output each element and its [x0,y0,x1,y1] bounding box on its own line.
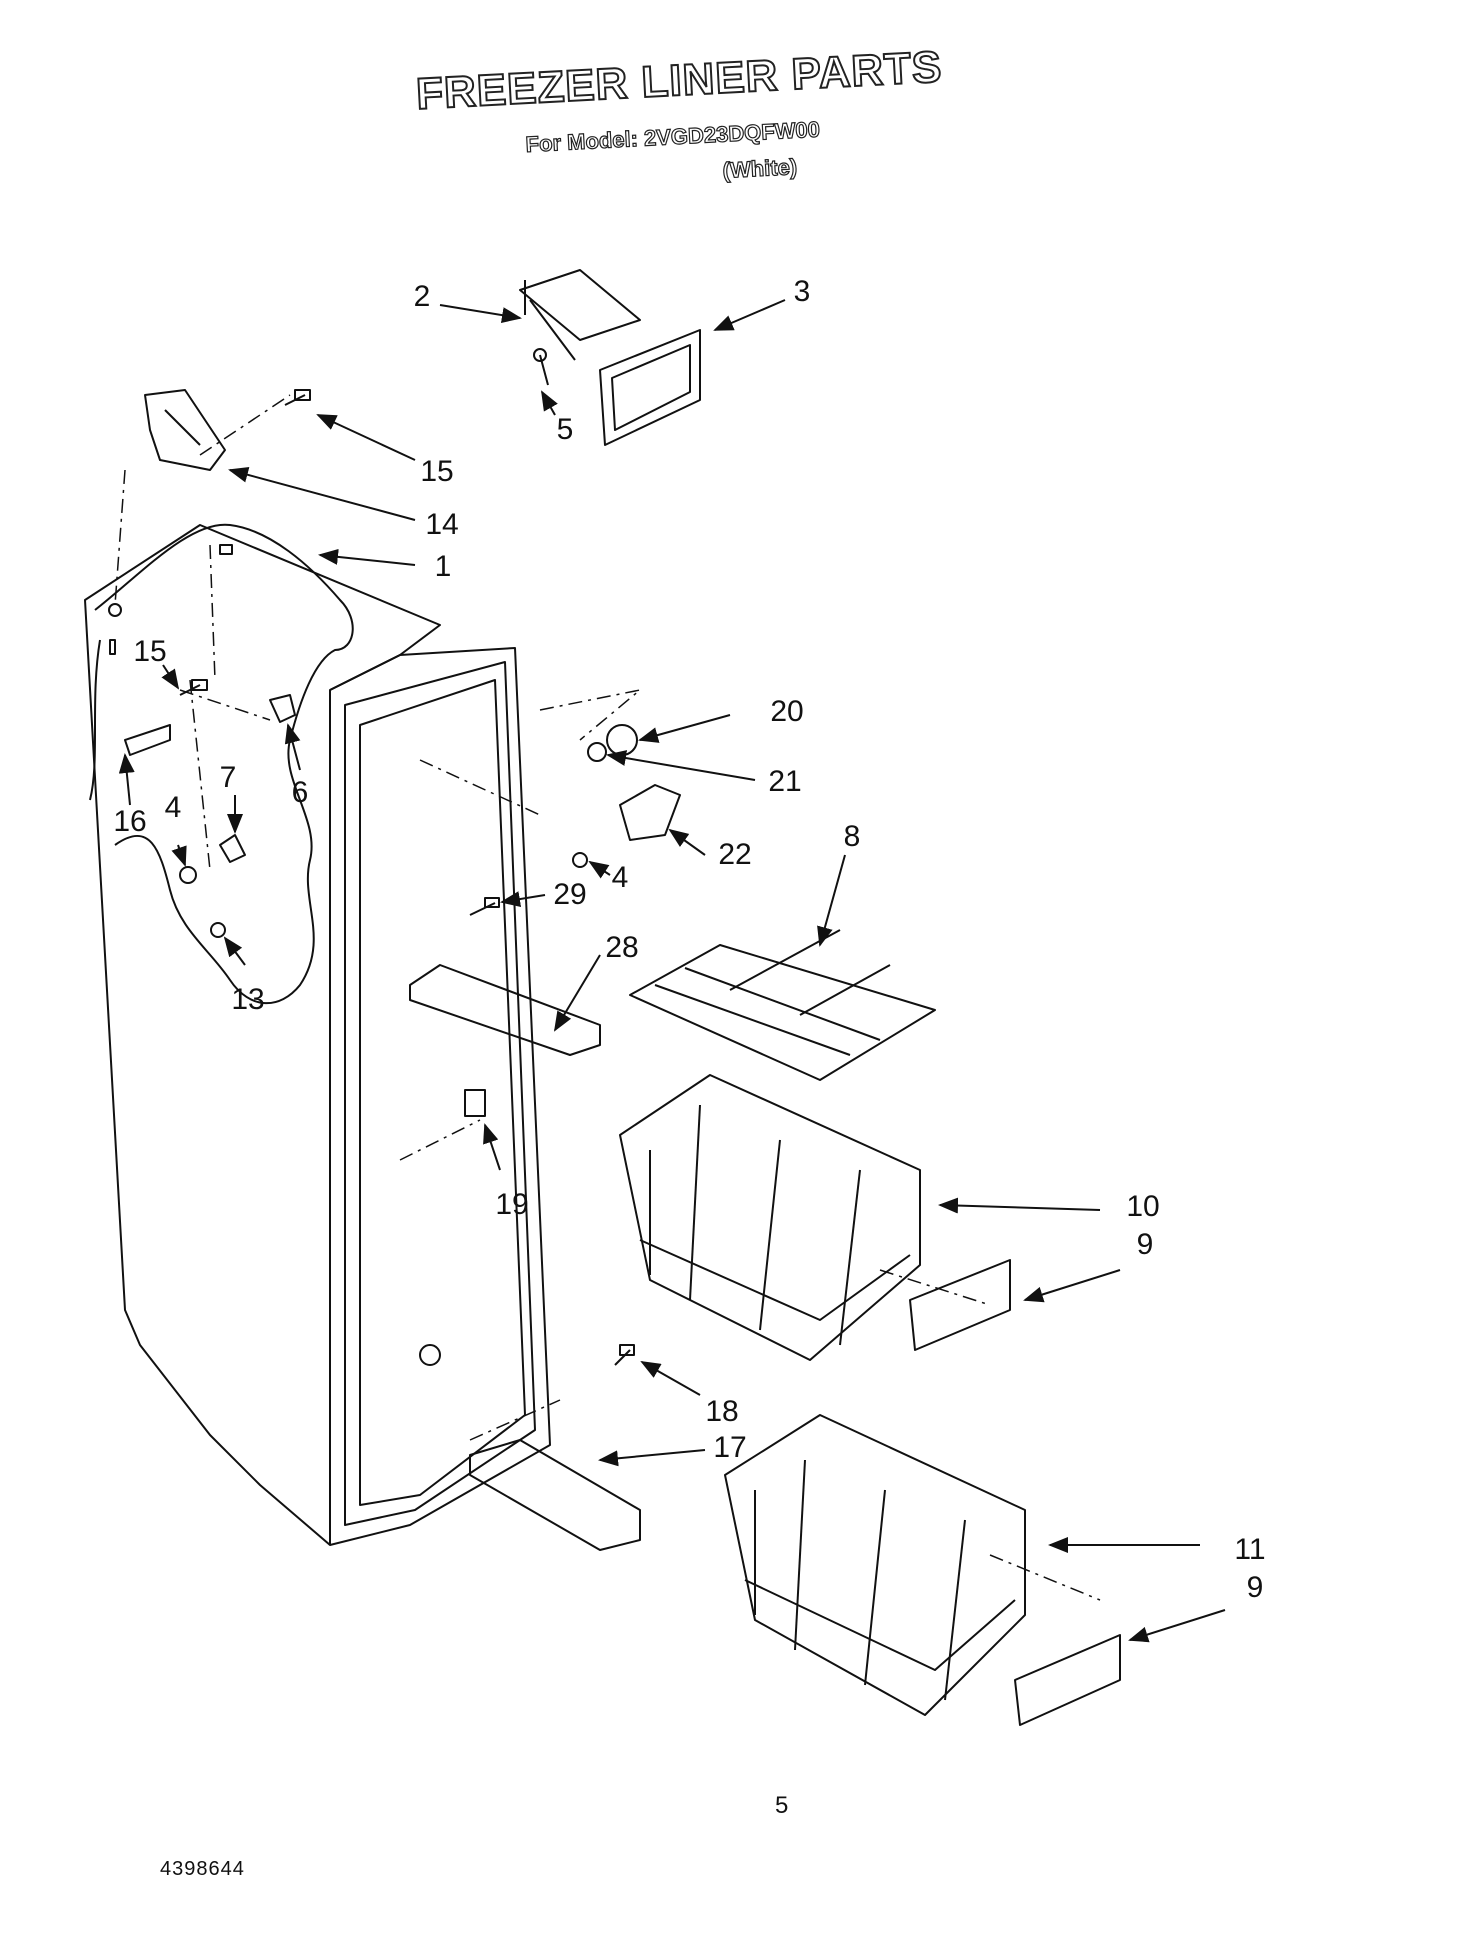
freezer-liner-body [84,523,551,1546]
callout-20: 20 [770,695,804,728]
bulb-socket-20 [606,724,638,756]
plug-13 [210,922,226,938]
screw-29 [469,897,500,916]
screw-4-left [179,866,197,884]
callout-13: 13 [231,983,265,1016]
callout-9-lower: 9 [1246,1571,1264,1604]
callout-8: 8 [843,820,861,853]
basket-trim-9-lower [1014,1634,1121,1726]
callout-15-side: 15 [133,635,167,668]
callout-leaders [118,299,1226,1643]
callout-28: 28 [605,931,639,964]
callout-15-top: 15 [420,455,454,488]
handle-bracket-14 [144,389,226,471]
clip-7 [219,834,246,863]
callout-19: 19 [495,1188,529,1221]
clip-6 [269,694,296,723]
callout-3: 3 [793,275,811,308]
callout-2: 2 [413,280,431,313]
document-number: 4398644 [160,1858,245,1880]
upper-cover-3 [599,329,701,446]
callout-11: 11 [1234,1533,1266,1566]
callout-10: 10 [1126,1190,1160,1223]
switch-19 [464,1089,486,1117]
callout-9-upper: 9 [1136,1228,1154,1261]
callout-4-right: 4 [611,861,629,894]
screw-18 [614,1344,635,1366]
callout-5: 5 [556,413,574,446]
callout-18: 18 [705,1395,739,1428]
screw-4-right [572,852,588,868]
callout-1: 1 [434,550,452,583]
callout-6: 6 [291,776,309,809]
callout-21: 21 [768,765,802,798]
basket-trim-9-upper [909,1259,1011,1351]
assembly-centerlines [114,394,1101,1601]
callout-14: 14 [425,508,459,541]
clip-16 [124,724,171,756]
screw-15-side [179,679,208,696]
page-number: 5 [775,1792,789,1819]
callout-17: 17 [713,1431,747,1464]
callout-29: 29 [553,878,587,911]
light-housing-22 [619,784,681,841]
basket-11 [724,1414,1026,1716]
callout-22: 22 [718,838,752,871]
screw-5 [533,348,549,386]
callout-4-left: 4 [164,791,182,824]
upper-bracket-2 [519,269,641,361]
shelf-rail-28 [409,964,601,1056]
callout-7: 7 [219,761,237,794]
wire-shelf-8 [629,929,936,1081]
screw-15-top [284,389,311,406]
bulb-21 [587,742,607,762]
grille-17 [469,1439,641,1551]
callout-16: 16 [113,805,147,838]
basket-10 [619,1074,921,1361]
